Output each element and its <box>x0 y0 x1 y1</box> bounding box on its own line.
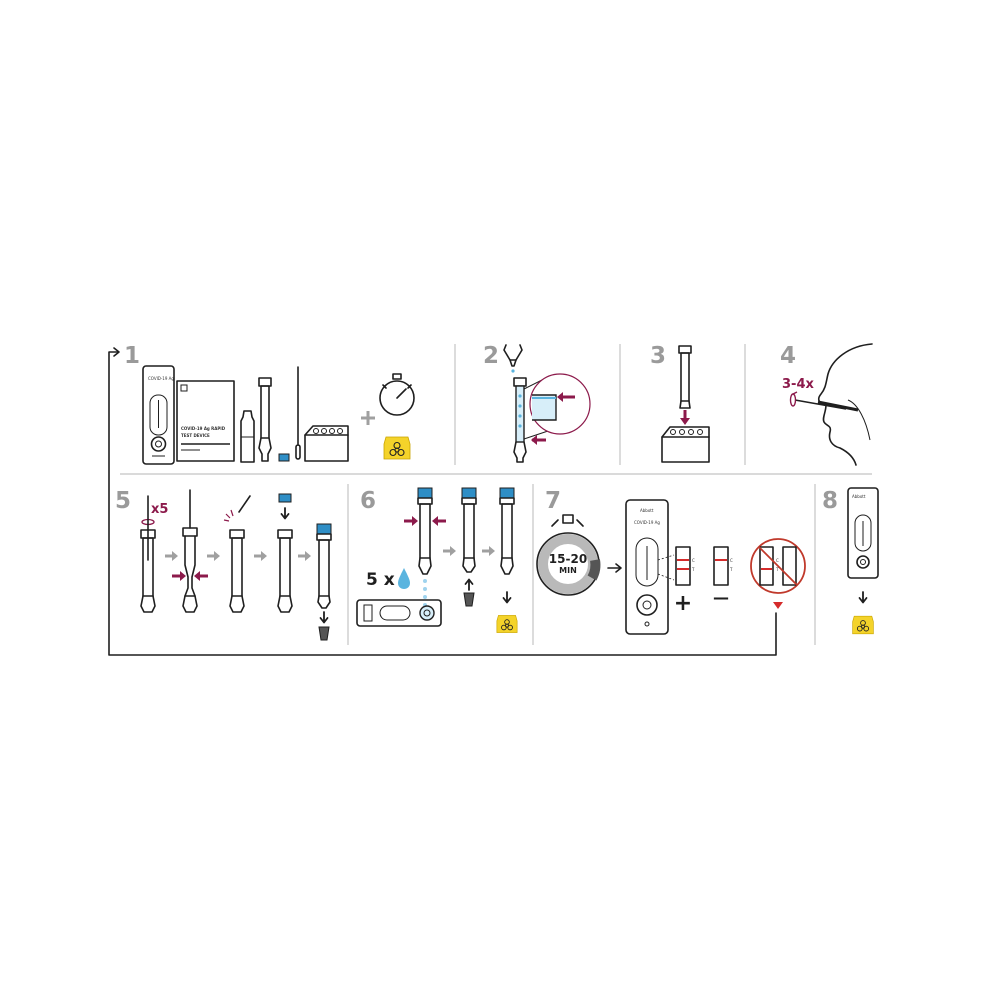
device-header-text: COVID-19 Ag <box>148 376 174 381</box>
positive-symbol: + <box>674 591 692 616</box>
test-device-vertical-icon: Abbott COVID-19 Ag <box>625 499 669 635</box>
tube-rack-icon <box>304 425 349 462</box>
svg-text:Abbott: Abbott <box>852 494 866 499</box>
step-number-3: 3 <box>650 343 666 369</box>
stopwatch-icon <box>379 373 415 416</box>
step-number-2: 2 <box>483 343 499 369</box>
instruction-leaflet-icon: COVID-19 Ag RAPID TEST DEVICE <box>176 380 235 462</box>
step-4-nasal-swab: 3-4x <box>782 343 873 466</box>
leaflet-title-text: COVID-19 Ag RAPID <box>181 426 226 431</box>
drop-icon <box>398 568 410 589</box>
step-number-1: 1 <box>124 343 140 369</box>
result-positive: C T + <box>674 546 695 616</box>
step-2-fill-tube <box>503 344 591 463</box>
negative-t-label: T <box>729 567 733 572</box>
test-device-horizontal-icon <box>356 599 442 627</box>
step-3-tube-in-rack <box>661 345 710 463</box>
result-negative: C T — <box>713 546 733 607</box>
positive-t-label: T <box>691 567 695 572</box>
swab-icon <box>278 366 301 462</box>
timer-icon: 15-20 MIN <box>536 514 601 596</box>
step-6-apply-drops: 5 x <box>356 487 518 634</box>
step-8-dispose: Abbott <box>847 487 879 635</box>
panel-dividers <box>120 344 872 645</box>
svg-text:TEST DEVICE: TEST DEVICE <box>181 433 210 438</box>
flow-loop-line <box>108 347 777 656</box>
swab-rotation-count: x5 <box>151 502 168 517</box>
invalid-t-label: T <box>775 567 779 572</box>
drops-count-label: 5 x <box>366 570 395 590</box>
invalid-c-label: C <box>776 558 779 563</box>
rotation-count-label: 3-4x <box>782 377 814 392</box>
step-7-read-result: 15-20 MIN Abbott COVID-19 Ag C T + <box>536 499 806 635</box>
test-device-icon: COVID-19 Ag <box>142 365 175 465</box>
step-1-kit-contents: COVID-19 Ag COVID-19 Ag RAPID TEST DEVIC… <box>142 365 415 465</box>
negative-symbol: — <box>713 588 729 607</box>
biohazard-icon <box>383 436 411 460</box>
step-number-7: 7 <box>545 488 561 514</box>
step-5-mix-swab: x5 <box>140 489 332 641</box>
result-invalid: C T <box>750 538 806 609</box>
step-number-6: 6 <box>360 488 376 514</box>
plus-icon <box>361 411 375 425</box>
negative-c-label: C <box>730 558 733 563</box>
positive-c-label: C <box>692 558 695 563</box>
step-number-8: 8 <box>822 488 838 514</box>
reader-brand-text: Abbott <box>640 508 654 513</box>
buffer-bottle-icon <box>240 410 255 463</box>
timer-unit: MIN <box>559 566 577 575</box>
timer-value: 15-20 <box>549 552 587 566</box>
reader-product-text: COVID-19 Ag <box>634 520 660 525</box>
step-number-5: 5 <box>115 488 131 514</box>
extraction-tube-icon <box>258 377 272 462</box>
step-number-4: 4 <box>780 343 796 369</box>
